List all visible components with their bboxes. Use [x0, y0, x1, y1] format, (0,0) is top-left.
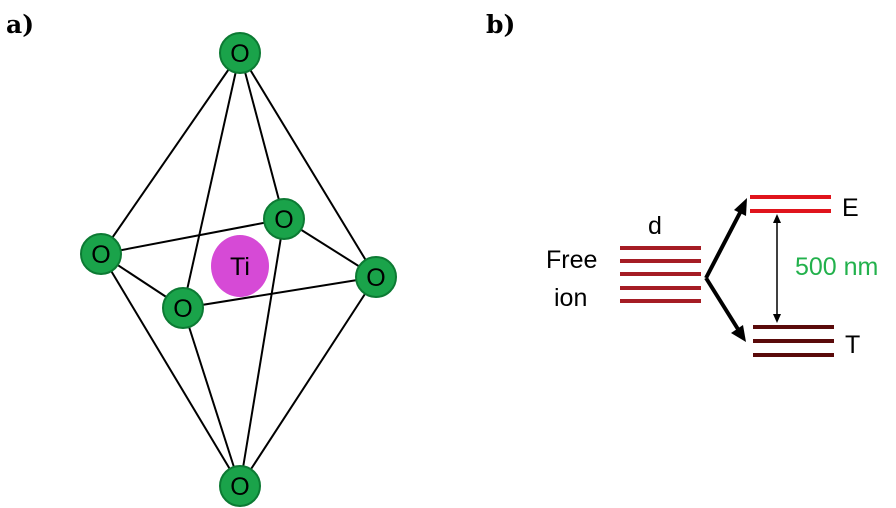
oxygen-label-bottom: O	[230, 473, 249, 501]
free-ion-levels	[620, 246, 701, 303]
panel-a: a) Ti O O O	[6, 10, 397, 507]
d-orbital-label: d	[648, 212, 662, 240]
edge-bottom-back	[239, 218, 285, 487]
edge-right-front	[182, 276, 377, 309]
oxygen-atom-back: O	[263, 198, 305, 240]
gap-arrow-head-up	[773, 214, 781, 223]
split-arrow-up	[704, 204, 746, 279]
edge-bottom-right	[239, 276, 377, 487]
split-arrow-down	[704, 276, 743, 336]
oxygen-sphere	[219, 465, 261, 507]
gap-energy-label: 500 nm	[795, 253, 878, 281]
edge-top-front	[182, 52, 241, 309]
oxygen-atom-left: O	[80, 233, 122, 275]
oxygen-atom-right: O	[355, 256, 397, 298]
oxygen-label-left: O	[91, 241, 110, 269]
panel-b: b) d Free ion	[486, 10, 878, 359]
e-level-label: E	[842, 194, 859, 222]
oxygen-label-back: O	[274, 206, 293, 234]
titanium-label: Ti	[230, 253, 250, 281]
panel-b-label: b)	[486, 10, 515, 39]
oxygen-sphere	[219, 32, 261, 74]
titanium-sphere	[211, 235, 269, 297]
oxygen-atom-bottom: O	[219, 465, 261, 507]
panel-a-label: a)	[6, 10, 34, 39]
edge-top-back	[239, 52, 285, 220]
oxygen-sphere	[263, 198, 305, 240]
edge-bottom-left	[100, 253, 241, 487]
titanium-atom: Ti	[211, 235, 269, 297]
split-arrow-up-head	[734, 198, 747, 216]
gap-double-arrow	[773, 214, 781, 323]
e-levels	[750, 195, 831, 213]
edge-bottom-front	[182, 307, 241, 487]
oxygen-sphere	[80, 233, 122, 275]
edge-top-right	[239, 52, 377, 278]
edge-left-back	[100, 218, 285, 255]
oxygen-atom-top: O	[219, 32, 261, 74]
edge-top-left	[100, 52, 241, 255]
oxygen-label-top: O	[230, 40, 249, 68]
oxygen-sphere	[355, 256, 397, 298]
oxygen-label-front: O	[173, 295, 192, 323]
split-arrow-down-head	[731, 325, 746, 342]
oxygen-sphere	[162, 287, 204, 329]
splitting-arrows	[704, 198, 747, 342]
oxygen-atom-front: O	[162, 287, 204, 329]
t-levels	[753, 325, 834, 357]
t-level-label: T	[845, 331, 860, 359]
free-ion-label-line1: Free	[546, 246, 597, 274]
gap-arrow-head-down	[773, 314, 781, 323]
free-ion-label-line2: ion	[554, 284, 587, 312]
oxygen-label-right: O	[366, 264, 385, 292]
